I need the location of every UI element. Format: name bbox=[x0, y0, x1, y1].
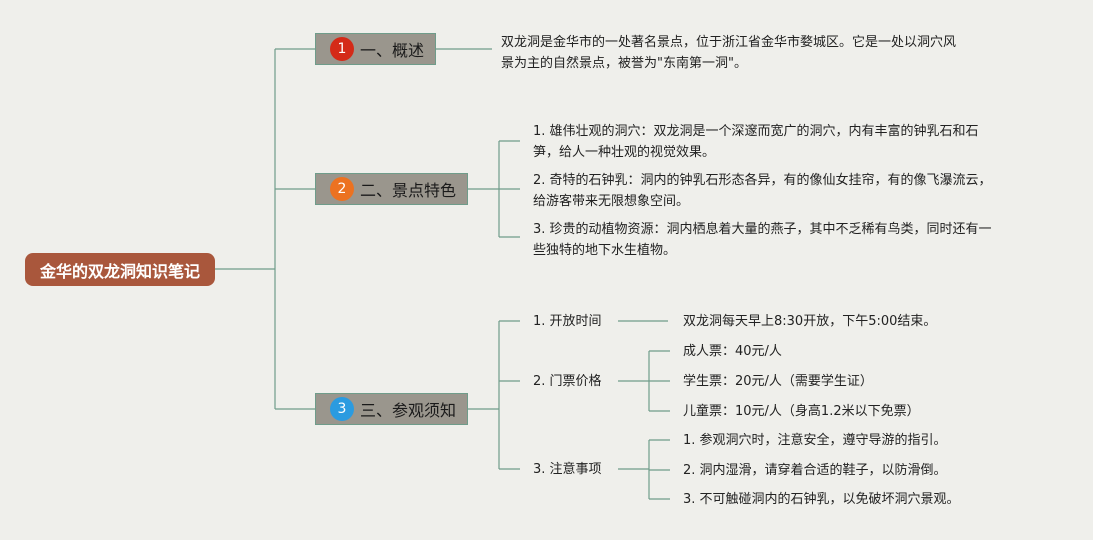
ticket-student: 学生票：20元/人（需要学生证） bbox=[683, 374, 873, 389]
ticket-adult: 成人票：40元/人 bbox=[683, 344, 782, 359]
number-badge-3: 3 bbox=[330, 397, 354, 421]
precaution-1: 1. 参观洞穴时，注意安全，遵守导游的指引。 bbox=[683, 433, 947, 448]
branch-overview[interactable]: 1 一、概述 bbox=[315, 33, 436, 65]
feature-item-3[interactable]: 3. 珍贵的动植物资源：洞内栖息着大量的燕子，其中不乏稀有鸟类，同时还有一 些独… bbox=[533, 219, 992, 261]
number-badge-2: 2 bbox=[330, 177, 354, 201]
feature-item-3-line-1: 3. 珍贵的动植物资源：洞内栖息着大量的燕子，其中不乏稀有鸟类，同时还有一 bbox=[533, 222, 992, 237]
feature-item-2[interactable]: 2. 奇特的石钟乳：洞内的钟乳石形态各异，有的像仙女挂帘，有的像飞瀑流云， 给游… bbox=[533, 170, 992, 212]
number-badge-1: 1 bbox=[330, 37, 354, 61]
feature-item-3-line-2: 些独特的地下水生植物。 bbox=[533, 243, 677, 258]
feature-item-1-line-1: 1. 雄伟壮观的洞穴：双龙洞是一个深邃而宽广的洞穴，内有丰富的钟乳石和石 bbox=[533, 124, 979, 139]
feature-item-2-line-1: 2. 奇特的石钟乳：洞内的钟乳石形态各异，有的像仙女挂帘，有的像飞瀑流云， bbox=[533, 173, 992, 188]
branch-visitor-notes[interactable]: 3 三、参观须知 bbox=[315, 393, 468, 425]
precaution-2: 2. 洞内湿滑，请穿着合适的鞋子，以防滑倒。 bbox=[683, 463, 947, 478]
feature-item-2-line-2: 给游客带来无限想象空间。 bbox=[533, 194, 690, 209]
overview-text: 双龙洞是金华市的一处著名景点，位于浙江省金华市婺城区。它是一处以洞穴风 景为主的… bbox=[501, 32, 956, 74]
branch-features[interactable]: 2 二、景点特色 bbox=[315, 173, 468, 205]
ticket-child: 儿童票：10元/人（身高1.2米以下免票） bbox=[683, 404, 920, 419]
branch-label-visitor-notes: 三、参观须知 bbox=[360, 401, 457, 420]
branch-label-features: 二、景点特色 bbox=[360, 181, 457, 200]
branch-label-overview: 一、概述 bbox=[360, 41, 425, 60]
ticket-price-label[interactable]: 2. 门票价格 bbox=[533, 374, 602, 389]
overview-line-1: 双龙洞是金华市的一处著名景点，位于浙江省金华市婺城区。它是一处以洞穴风 bbox=[501, 35, 957, 50]
root-title: 金华的双龙洞知识笔记 bbox=[39, 261, 200, 281]
root-node[interactable]: 金华的双龙洞知识笔记 bbox=[25, 253, 215, 286]
opening-hours-label[interactable]: 1. 开放时间 bbox=[533, 314, 602, 329]
precaution-3: 3. 不可触碰洞内的石钟乳，以免破坏洞穴景观。 bbox=[683, 492, 960, 507]
feature-item-1-line-2: 笋，给人一种壮观的视觉效果。 bbox=[533, 145, 716, 160]
opening-hours-text: 双龙洞每天早上8:30开放，下午5:00结束。 bbox=[683, 314, 937, 329]
precautions-label[interactable]: 3. 注意事项 bbox=[533, 462, 602, 477]
overview-line-2: 景为主的自然景点，被誉为"东南第一洞"。 bbox=[501, 56, 747, 71]
feature-item-1[interactable]: 1. 雄伟壮观的洞穴：双龙洞是一个深邃而宽广的洞穴，内有丰富的钟乳石和石 笋，给… bbox=[533, 121, 979, 163]
